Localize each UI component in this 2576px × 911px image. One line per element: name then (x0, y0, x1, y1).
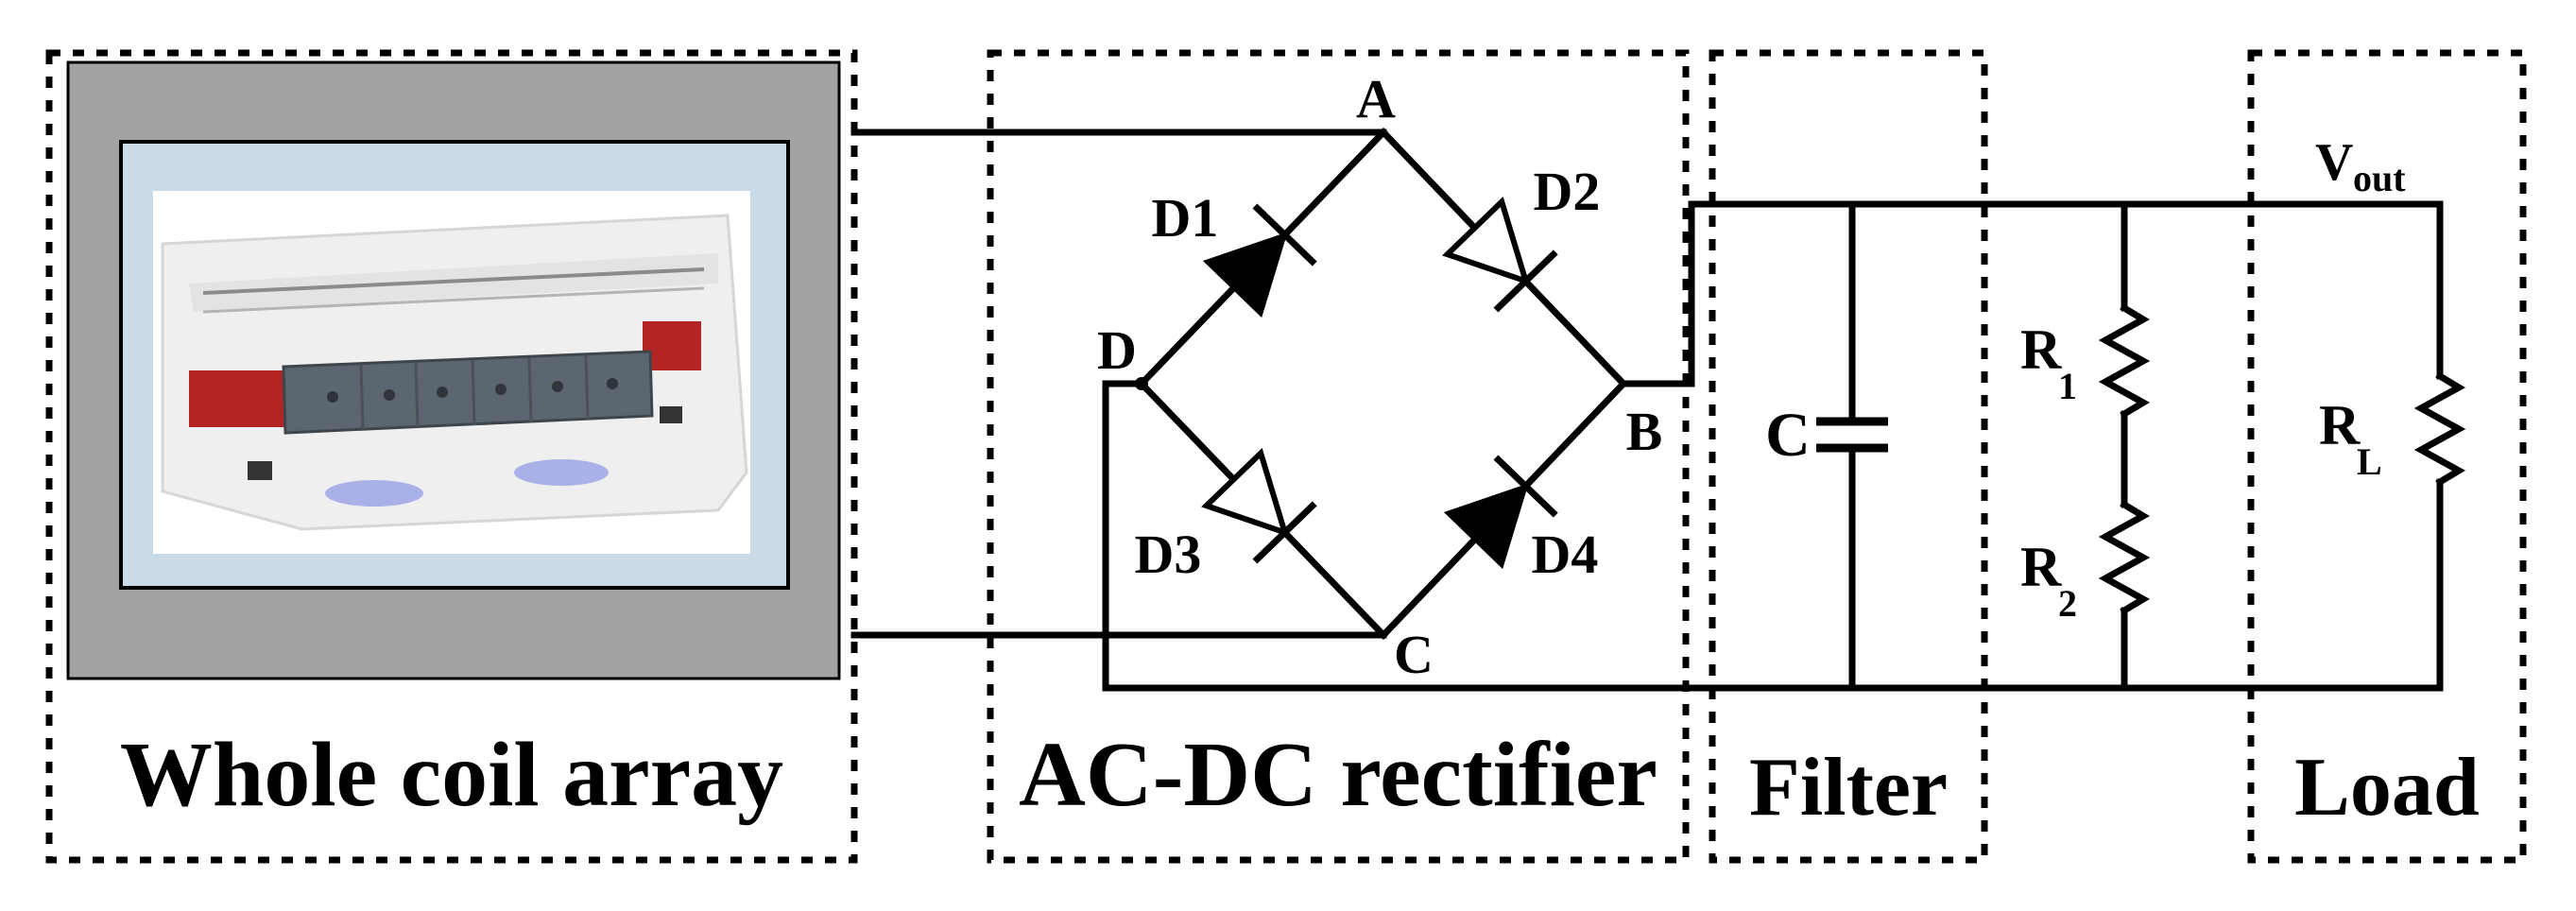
coil-slab (282, 350, 654, 435)
diode-label-d4: D4 (1532, 524, 1599, 585)
rl-label: R L (2319, 394, 2382, 483)
section-label-coil: Whole coil array (120, 724, 783, 826)
rectifier-section-box (987, 49, 1690, 864)
diode-d4-symbol (1443, 455, 1558, 570)
r2-label: R 2 (2020, 536, 2077, 625)
node-label-d: D (1097, 319, 1137, 381)
r1-label-main: R (2020, 318, 2062, 381)
diode-d3-symbol (1201, 447, 1317, 564)
r2-label-sub: 2 (2058, 582, 2077, 625)
r2-label-main: R (2020, 536, 2062, 598)
diode-d1-symbol (1202, 203, 1317, 318)
coil-device-rail2 (202, 286, 705, 314)
rl-label-main: R (2319, 394, 2361, 456)
section-label-filter: Filter (1749, 742, 1948, 834)
diode-label-d1: D1 (1152, 187, 1219, 249)
section-label-load: Load (2294, 742, 2480, 834)
node-label-a: A (1356, 68, 1396, 129)
rl-label-sub: L (2357, 440, 2382, 483)
coil-array-image (66, 60, 841, 680)
coil-pad-right (514, 459, 609, 486)
r2-zigzag (2098, 500, 2151, 615)
rl-zigzag (2413, 371, 2466, 487)
coil-connector-right (660, 406, 682, 423)
load-section-box (2247, 49, 2527, 864)
coil-device-rail (202, 267, 705, 295)
coil-red-cap-left (189, 370, 289, 427)
filter-section-box (1709, 49, 1988, 864)
vout-label-main: V (2315, 133, 2353, 192)
coil-red-cap-right (643, 321, 701, 370)
r1-label-sub: 1 (2058, 365, 2077, 407)
diode-label-d3: D3 (1135, 524, 1202, 585)
r1-zigzag (2098, 303, 2151, 419)
coil-pad-left (325, 480, 423, 507)
node-label-b: B (1626, 401, 1663, 462)
capacitor-label: C (1765, 401, 1811, 470)
coil-connector-left (248, 461, 272, 480)
diode-label-d2: D2 (1534, 161, 1601, 222)
coil-section-box (45, 49, 858, 864)
diode-d2-symbol (1442, 196, 1558, 313)
coil-slab-dividers (359, 354, 590, 431)
vout-label-sub: out (2353, 157, 2406, 199)
r1-label: R 1 (2020, 318, 2077, 407)
wire-d-ground (1102, 380, 1145, 692)
vout-label: V out (2315, 133, 2406, 199)
section-label-rectifier: AC-DC rectifier (1019, 724, 1657, 826)
wire-b-top-rail (1620, 200, 2444, 387)
node-d-dot (1135, 377, 1148, 390)
coil-slab-dots (327, 378, 618, 403)
node-label-c: C (1394, 624, 1434, 685)
